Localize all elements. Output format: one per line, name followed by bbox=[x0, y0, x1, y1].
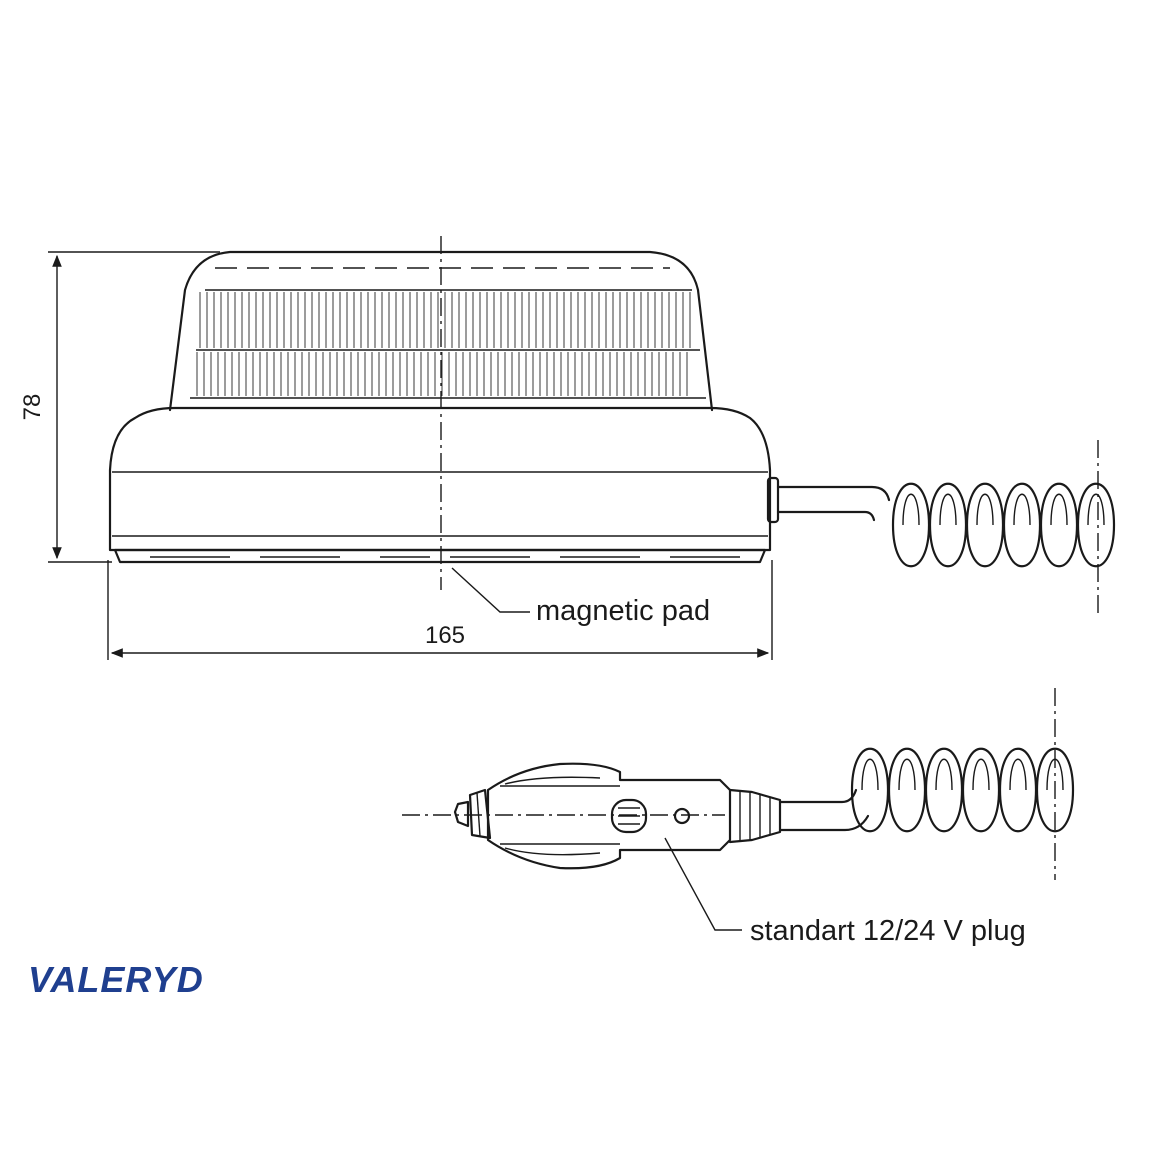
plug-callout: standart 12/24 V plug bbox=[664, 837, 1026, 947]
plug-strain-relief bbox=[728, 788, 782, 844]
cable-grommet bbox=[766, 476, 780, 524]
width-dimension: 165 bbox=[107, 560, 773, 660]
beacon-side-view bbox=[108, 250, 780, 564]
cigarette-plug bbox=[402, 688, 1075, 880]
lens-dome bbox=[168, 250, 714, 412]
cable-coil-top bbox=[891, 482, 1116, 568]
plug-led-indicator bbox=[673, 807, 691, 825]
height-dimension-value: 78 bbox=[19, 394, 46, 421]
base-housing bbox=[108, 406, 772, 552]
magnetic-pad bbox=[113, 548, 767, 564]
plug-collar bbox=[468, 788, 492, 840]
magnetic-pad-callout: magnetic pad bbox=[451, 567, 710, 627]
plug-spring-contact bbox=[504, 776, 601, 856]
plug-grip bbox=[610, 798, 648, 834]
width-dimension-value: 165 bbox=[425, 622, 465, 649]
magnetic-pad-label: magnetic pad bbox=[536, 595, 710, 627]
plug-label: standart 12/24 V plug bbox=[750, 915, 1026, 947]
height-dimension: 78 bbox=[19, 251, 220, 563]
brand-logo: VALERYD bbox=[28, 959, 204, 1000]
plug-body bbox=[486, 762, 732, 870]
coiled-cable-upper bbox=[776, 440, 1116, 615]
lens-ribs bbox=[196, 292, 691, 396]
plug-tip bbox=[453, 800, 470, 828]
cable-coil-bottom bbox=[850, 747, 1075, 833]
